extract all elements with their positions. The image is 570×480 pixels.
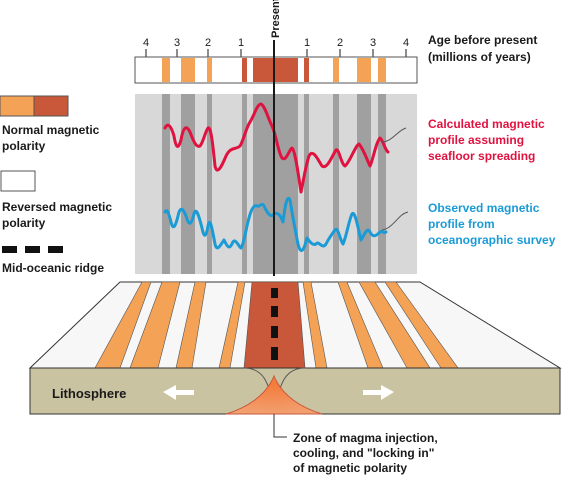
age-axis-label-line-2: (millions of years) [428,50,531,64]
calculated-label-line-2: profile assuming [428,133,524,147]
legend-ridge-label: Mid-oceanic ridge [2,261,104,275]
observed-profile-callout: Observed magnetic profile from oceanogra… [381,201,556,247]
age-tick-right-1: 1 [304,37,310,49]
present-label: Present [270,0,282,38]
legend-reversed-label-line-2: polarity [2,216,46,230]
age-tick-left-1: 1 [238,37,244,49]
legend-normal-label-line-1: Normal magnetic [2,123,100,137]
right-arrow-icon [363,385,394,400]
normal-band [207,58,212,82]
left-arrow-icon [163,385,194,400]
normal-band [333,58,339,82]
normal-band [162,58,170,82]
legend-swatch-normal-orange [0,95,35,117]
mid-oceanic-ridge-marker [271,288,278,360]
calculated-magnetic-profile [163,102,390,194]
zone-label-line-3: of magnetic polarity [293,461,407,475]
zone-label-line-1: Zone of magma injection, [293,431,438,445]
zone-callout: Zone of magma injection, cooling, and "l… [273,414,438,475]
magma-injection-zone [225,374,323,415]
age-tick-left-3: 3 [174,37,180,49]
lithosphere-label: Lithosphere [52,386,126,401]
normal-band-present [253,58,298,82]
present-marker: Present [270,0,282,276]
magnetic-profile-chart [135,94,417,274]
age-tick-right-3: 3 [370,37,376,49]
normal-band [304,58,309,82]
seafloor-block: Lithosphere [28,281,562,415]
age-tick-left-2: 2 [205,37,211,49]
observed-label-line-3: oceanographic survey [428,233,556,247]
age-tick-right-4: 4 [403,37,409,49]
legend-reversed-label-line-1: Reversed magnetic [2,200,112,214]
legend-ridge-symbol [2,246,63,253]
calculated-label-line-1: Calculated magnetic [428,117,545,131]
age-scale: 4 3 2 1 1 2 3 4 [143,37,409,57]
observed-label-line-1: Observed magnetic [428,201,540,215]
legend: Normal magnetic polarity Reversed magnet… [0,95,112,275]
age-tick-left-4: 4 [143,37,149,49]
normal-band [378,58,386,82]
lithosphere-slab [29,367,561,415]
calculated-label-line-3: seafloor spreading [428,149,535,163]
normal-band [357,58,371,82]
polarity-strip [134,56,418,84]
seafloor-normal-stripes [94,281,459,369]
zone-label-line-2: cooling, and "locking in" [293,446,434,460]
age-axis-label-line-1: Age before present [428,33,537,47]
age-tick-right-2: 2 [337,37,343,49]
legend-swatch-reversed [0,170,36,192]
normal-band [242,58,247,82]
legend-normal-label-line-2: polarity [2,139,46,153]
observed-magnetic-profile [163,197,388,253]
age-tick-marks [145,49,407,57]
normal-band [181,58,195,82]
observed-label-line-2: profile from [428,217,495,231]
legend-swatch-normal-red [33,95,69,117]
calculated-profile-callout: Calculated magnetic profile assuming sea… [381,117,545,163]
